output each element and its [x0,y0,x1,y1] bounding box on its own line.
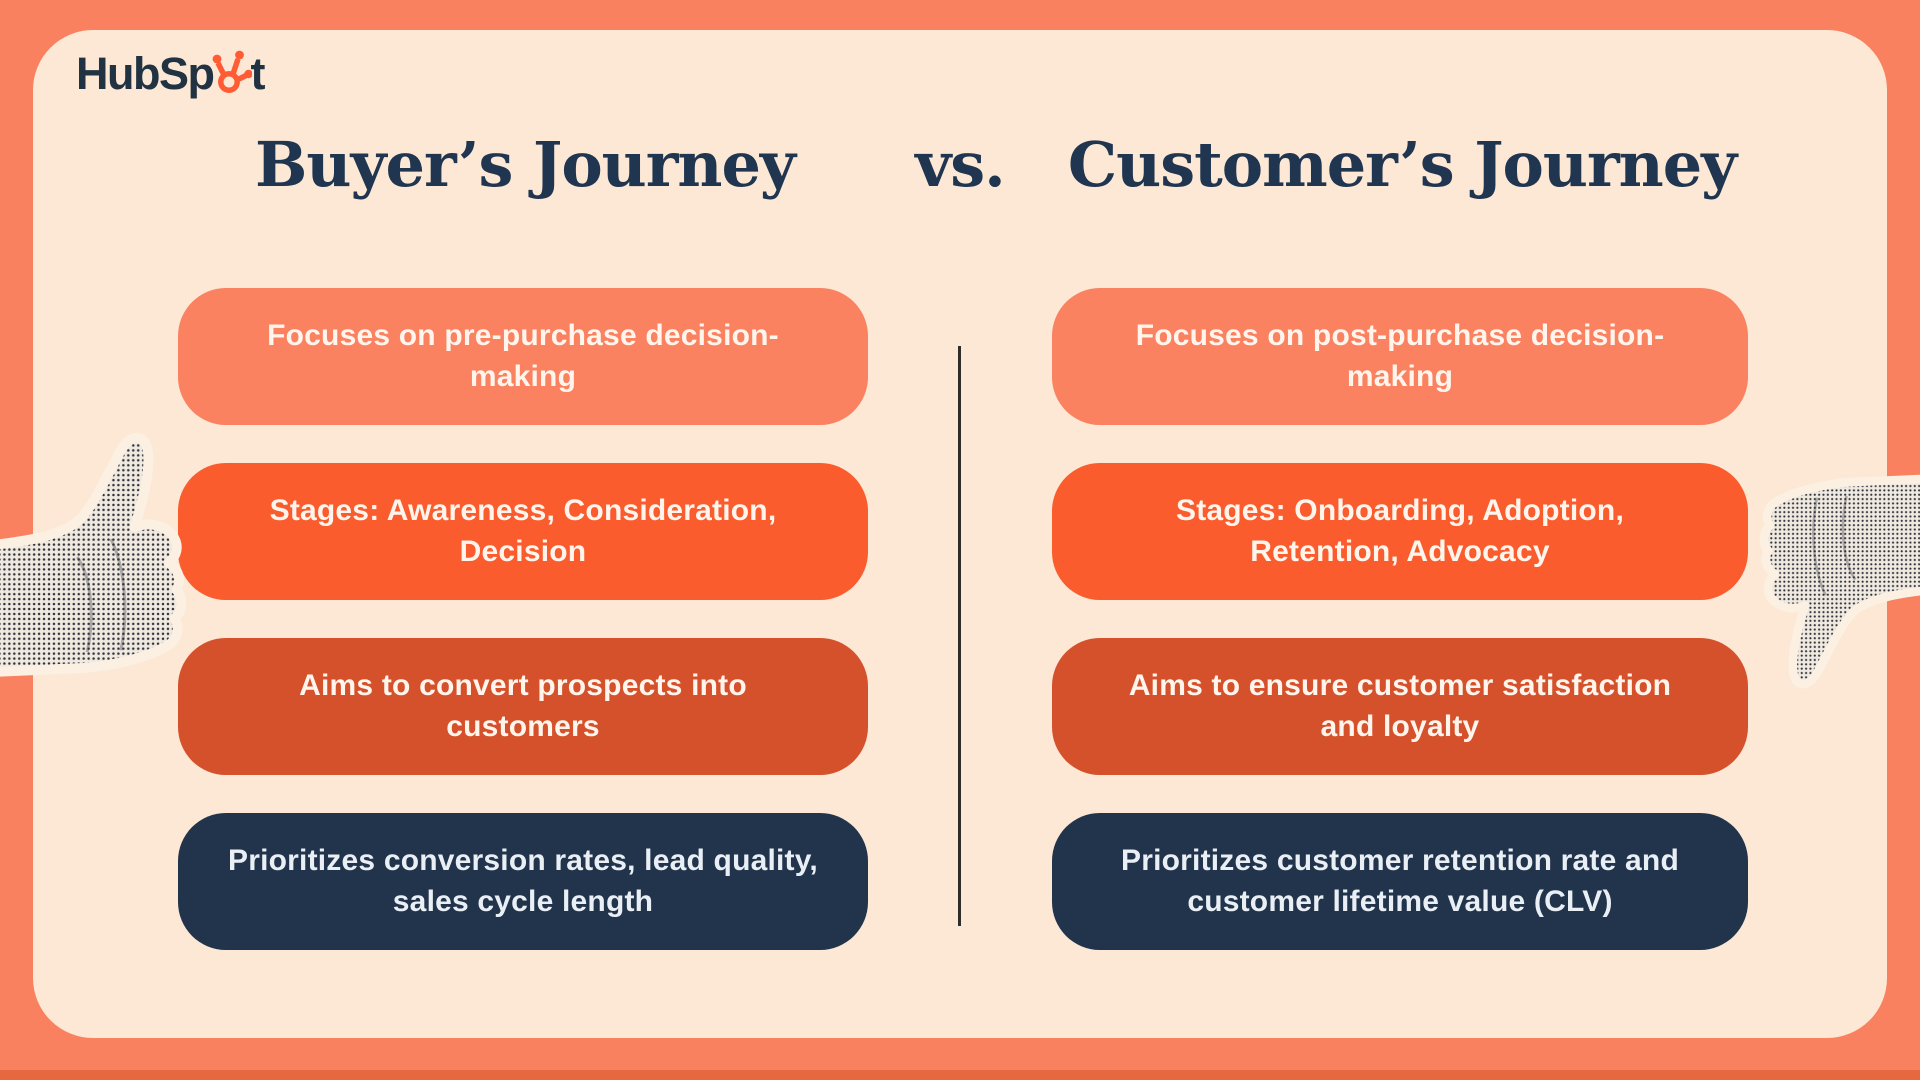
buyers-card-1: Focuses on pre-purchase decision-making [178,288,868,425]
customers-card-3: Aims to ensure customer satisfaction and… [1052,638,1748,775]
buyers-card-2: Stages: Awareness, Consideration, Decisi… [178,463,868,600]
customers-journey-column: Focuses on post-purchase decision-making… [1052,288,1748,950]
logo-text-suffix: t [250,48,265,99]
left-column-title: Buyer’s Journey [255,127,796,201]
logo-text-prefix: HubSp [76,48,215,99]
buyers-card-3: Aims to convert prospects into customers [178,638,868,775]
hubspot-logo: HubSp t [76,44,265,99]
customers-card-2: Stages: Onboarding, Adoption, Retention,… [1052,463,1748,600]
customers-card-4: Prioritizes customer retention rate and … [1052,813,1748,950]
thumbs-up-icon [0,432,187,677]
buyers-journey-column: Focuses on pre-purchase decision-making … [178,288,868,950]
right-column-title: Customer’s Journey [1067,127,1737,201]
vs-label: vs. [915,127,1006,201]
customers-card-1: Focuses on post-purchase decision-making [1052,288,1748,425]
buyers-card-4: Prioritizes conversion rates, lead quali… [178,813,868,950]
thumbs-down-icon [1759,474,1920,689]
hubspot-sprocket-icon [213,50,253,93]
column-divider-line [958,346,961,926]
bottom-accent-band [0,1070,1920,1080]
